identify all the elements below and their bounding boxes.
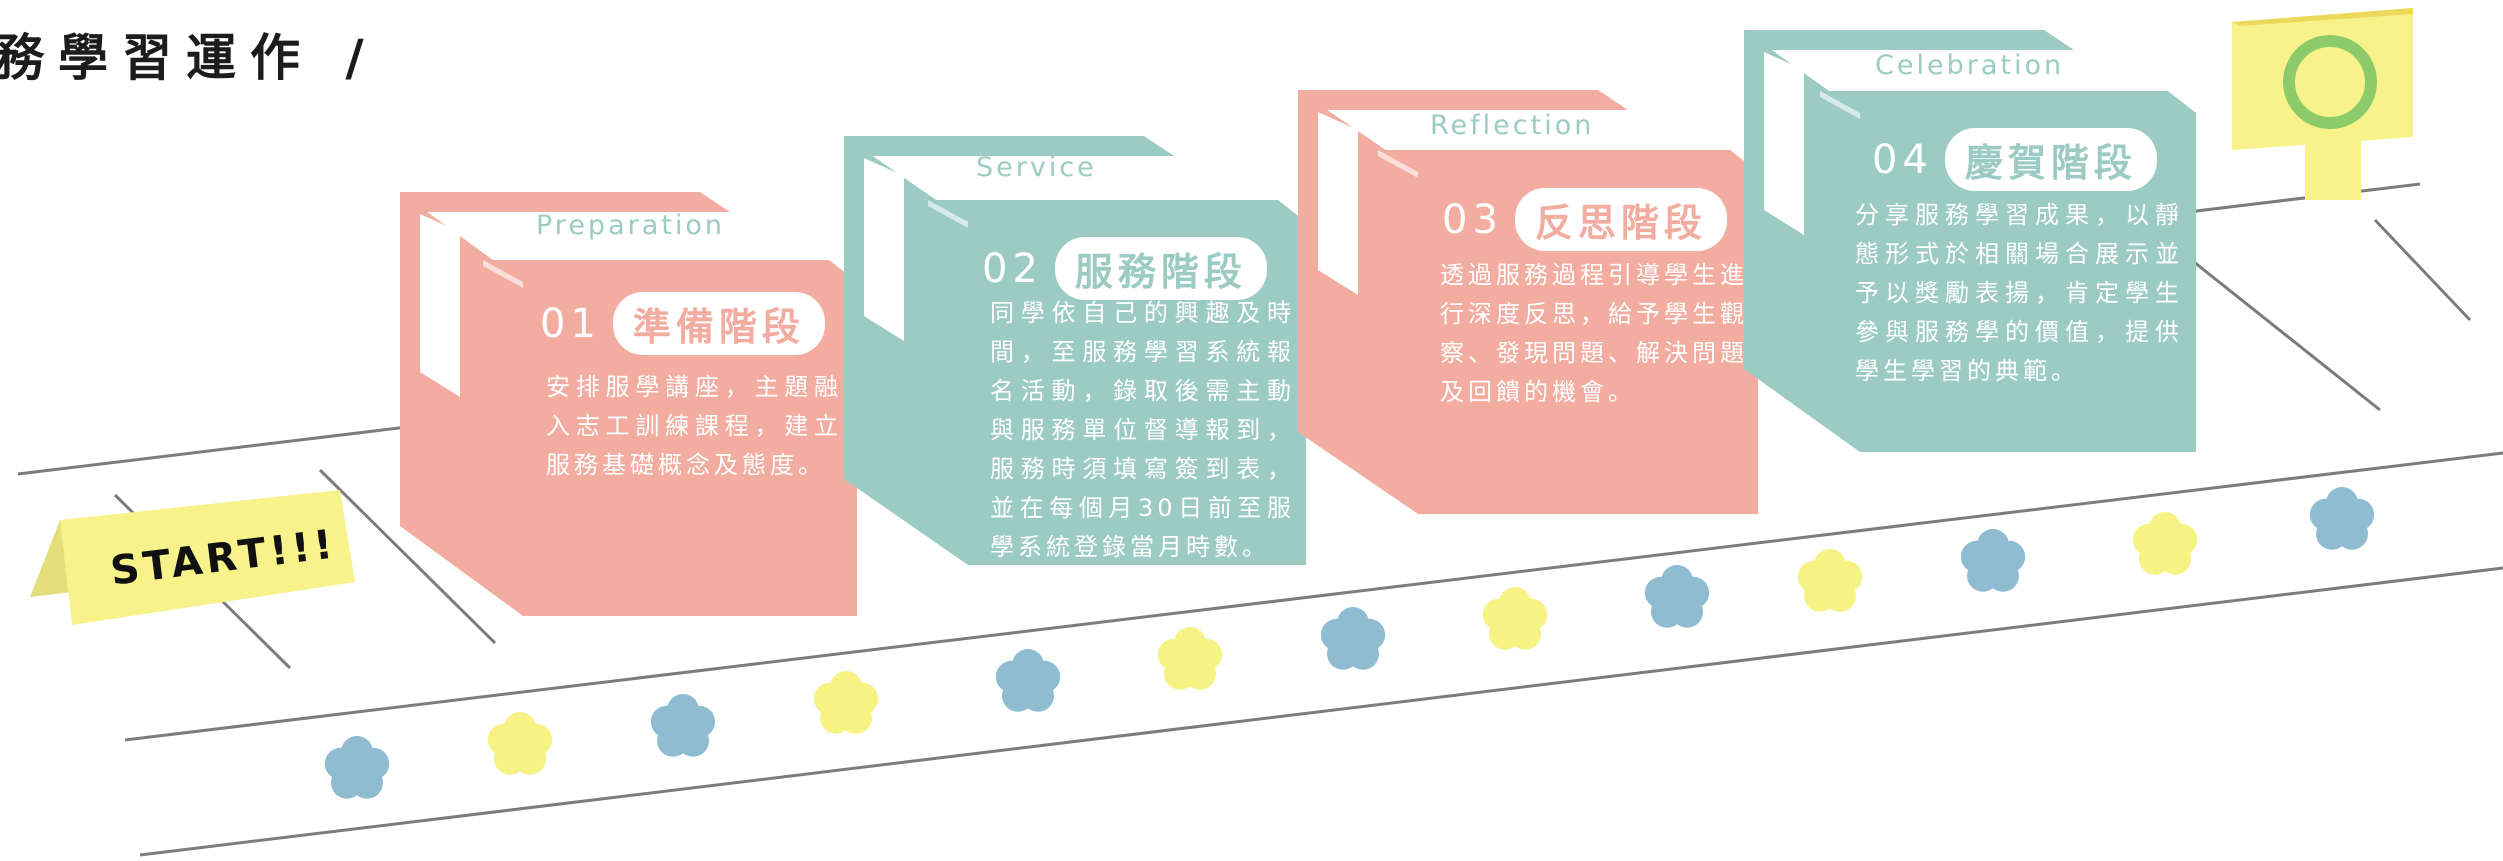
flower-blue-icon (1960, 529, 2026, 592)
belt-middle-line (124, 451, 2503, 742)
start-sign-board (60, 490, 355, 625)
stage-name: 反思階段 (1514, 188, 1727, 251)
finish-sign-board (2232, 8, 2413, 150)
box-top-rim (1298, 90, 1628, 110)
belt-roller-6 (2373, 218, 2472, 322)
flower-blue-icon (324, 736, 390, 799)
box-front-rim (1820, 91, 2196, 113)
flower-row (324, 487, 2375, 799)
box-top (400, 192, 753, 282)
start-sign (30, 490, 355, 625)
box-front-rim (1378, 150, 1758, 172)
box-inner-flap (1764, 52, 1804, 235)
stage-description-2: 同學依自己的興趣及時間，至服務學習系統報名活動，錄取後需主動與服務單位督導報到，… (990, 299, 1295, 561)
box-top-rim (1744, 30, 2074, 50)
stage-description-1: 安排服學講座，主題融入志工訓練課程，建立服務基礎概念及態度。 (546, 373, 842, 479)
belt-roller-5 (2159, 233, 2381, 412)
stage-box-2 (844, 136, 1306, 565)
finish-sign-top (2232, 8, 2413, 26)
box-front-rim (928, 200, 1306, 222)
flower-yellow-icon (1797, 549, 1863, 612)
flower-blue-icon (650, 694, 716, 757)
stage-number: 03 (1442, 196, 1503, 243)
box-top-rim (400, 192, 730, 212)
stage-number: 04 (1872, 136, 1933, 183)
box-top-rim (844, 136, 1174, 156)
flower-blue-icon (1320, 607, 1386, 670)
start-sign-flap (30, 520, 72, 597)
stage-name: 準備階段 (612, 292, 825, 355)
stage-label-4: Celebration (1875, 50, 2065, 81)
flower-yellow-icon (1482, 587, 1548, 650)
box-inner-flap (420, 214, 460, 397)
flower-yellow-icon (487, 712, 553, 775)
flower-yellow-icon (2132, 512, 2198, 575)
flower-yellow-icon (813, 671, 879, 734)
stage-label-2: Service (976, 152, 1097, 183)
stage-description-3: 透過服務過程引導學生進行深度反思，給予學生觀察、發現問題、解決問題及回饋的機會。 (1440, 261, 1748, 406)
finish-sign-circle-icon (2283, 35, 2377, 129)
flower-blue-icon (2309, 487, 2375, 550)
stage-label-3: Reflection (1430, 110, 1595, 141)
flower-yellow-icon (1157, 627, 1223, 690)
belt-front-line (139, 566, 2503, 857)
finish-sign (2232, 8, 2413, 200)
stage-name: 慶賀階段 (1944, 128, 2157, 191)
stage-name: 服務階段 (1054, 237, 1267, 300)
belt-roller-2 (318, 468, 497, 645)
stage-number: 02 (982, 245, 1043, 292)
box-inner-flap (1318, 112, 1358, 295)
stage-number: 01 (540, 300, 601, 347)
flower-blue-icon (1644, 565, 1710, 628)
page-title: 務學習運作 / (0, 28, 378, 87)
stage-description-4: 分享服務學習成果，以靜態形式於相關場合展示並予以獎勵表揚，肯定學生參與服務學的價… (1855, 201, 2183, 385)
stage-label-1: Preparation (536, 210, 725, 241)
box-front-rim (483, 260, 857, 282)
box-inner-flap (864, 158, 904, 341)
flower-blue-icon (995, 649, 1061, 712)
